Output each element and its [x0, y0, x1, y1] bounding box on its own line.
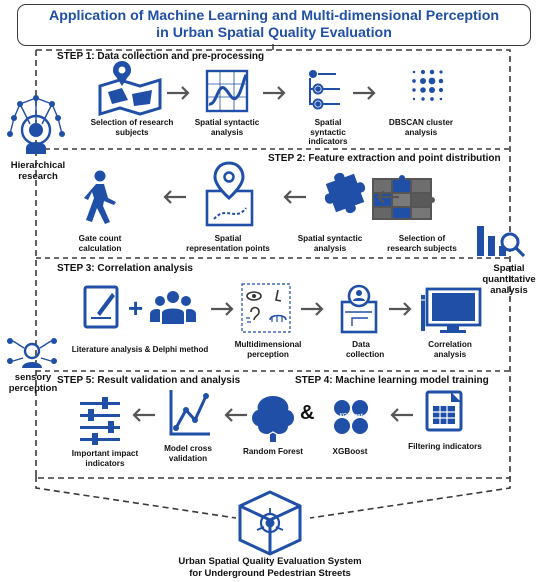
hierarchical-head-icon: [7, 95, 65, 154]
label-xgboost: XGBoost: [332, 447, 368, 456]
cluster-dot: [412, 88, 416, 92]
label-spatial-syntactic-indicators: Spatial syntactic indicators: [308, 118, 348, 147]
label-important-impact-indicators: Important impact indicators: [71, 449, 139, 468]
frame-left: [35, 50, 273, 479]
sensory-network-icon: [7, 338, 57, 368]
plus-sign: +: [128, 293, 144, 323]
arrow-s3-1: [211, 302, 234, 316]
step2-title: STEP 2: Feature extraction and point dis…: [268, 153, 501, 164]
step45-arrows: [132, 408, 413, 422]
senses-icon: [241, 283, 291, 333]
cluster-dot: [412, 97, 416, 101]
label-gate-count: Gate count calculation: [78, 234, 122, 253]
arrow-s2-2: [283, 190, 306, 204]
line-chart-icon: [205, 69, 249, 113]
cluster-dot: [421, 97, 425, 101]
step1-arrows: [167, 86, 376, 100]
indicator-list-icon: [309, 70, 340, 110]
title-line-2: in Urban Spatial Quality Evaluation: [156, 25, 392, 41]
xgboost-logo-text: XGBoost: [339, 413, 363, 419]
cluster-dot: [438, 78, 444, 84]
bottom-system-label: Urban Spatial Quality Evaluation System …: [120, 556, 420, 579]
step2-arrows: [163, 190, 399, 204]
funnel-left: [35, 476, 237, 519]
label-dbscan: DBSCAN cluster analysis: [388, 118, 454, 137]
cluster-dot: [412, 79, 416, 83]
dot-cluster-icon: [412, 69, 444, 101]
arrow-s5-1: [132, 408, 155, 422]
label-spatial-representation-points: Spatial representation points: [186, 234, 270, 253]
cluster-dot: [429, 69, 435, 75]
label-selection-research-subjects: Selection of research subjects: [90, 118, 174, 137]
arrow-s1-3: [353, 86, 376, 100]
cluster-dot: [438, 87, 444, 93]
map-icon: [98, 61, 162, 117]
title-line-1: Application of Machine Learning and Mult…: [48, 8, 500, 24]
cluster-dot: [420, 69, 426, 75]
arrow-s2-3: [376, 190, 399, 204]
label-correlation-analysis: Correlation analysis: [428, 340, 472, 359]
label-data-collection: Data collection: [346, 340, 385, 359]
cluster-dot: [419, 77, 427, 85]
xgboost-icon: [334, 400, 368, 434]
arrow-s5-2: [224, 408, 247, 422]
validation-chart-icon: [169, 390, 210, 436]
cluster-dot: [412, 70, 416, 74]
side-label-sensory: sensory perception: [8, 372, 58, 394]
puzzle-board-icon: [372, 175, 435, 220]
location-path-icon: [205, 161, 254, 227]
cluster-dot: [439, 70, 443, 74]
puzzle-piece-icon: [324, 172, 366, 214]
label-model-cross-validation: Model cross validation: [164, 444, 212, 463]
frame-right: [36, 49, 511, 479]
arrow-s2-1: [163, 190, 186, 204]
step4-title: STEP 4: Machine learning model training: [295, 375, 489, 386]
walking-person-icon: [84, 170, 116, 224]
ampersand: &: [300, 402, 315, 424]
sliders-icon: [80, 397, 120, 445]
arrow-s3-3: [389, 302, 412, 316]
title-box: Application of Machine Learning and Mult…: [17, 4, 531, 46]
step3-title: STEP 3: Correlation analysis: [57, 263, 193, 274]
side-label-quantitative: Spatial quantitative analysis: [482, 263, 536, 296]
arrow-s1-1: [167, 86, 190, 100]
label-literature-analysis: Literature analysis & Delphi method: [71, 345, 209, 354]
side-label-hierarchical: Hierarchical research: [10, 160, 66, 182]
funnel-right: [309, 476, 511, 519]
cluster-dot: [420, 87, 426, 93]
data-collection-icon: [340, 284, 378, 334]
step1-title: STEP 1: Data collection and pre-processi…: [57, 51, 265, 62]
step5-title: STEP 5: Result validation and analysis: [57, 375, 241, 386]
label-random-forest: Random Forest: [242, 447, 304, 456]
document-icon: [83, 285, 119, 329]
label-multidimensional-perception: Multidimensional perception: [234, 340, 302, 359]
quantitative-bars-icon: [477, 226, 526, 258]
bottom-line-1: Urban Spatial Quality Evaluation System: [178, 556, 362, 567]
label-spatial-syntactic-analysis-2: Spatial syntactic analysis: [297, 234, 363, 253]
label-selection-research-subjects-2: Selection of research subjects: [387, 234, 457, 253]
arrow-s4-1: [390, 408, 413, 422]
label-filtering-indicators: Filtering indicators: [408, 442, 482, 451]
computer-icon: [421, 287, 482, 333]
step3-arrows: [211, 302, 412, 316]
cluster-dot: [428, 86, 436, 94]
bottom-line-2: for Underground Pedestrian Streets: [189, 567, 351, 579]
cluster-dot: [439, 97, 443, 101]
cluster-dot: [430, 97, 434, 101]
label-spatial-syntactic-analysis-1: Spatial syntactic analysis: [194, 118, 260, 137]
system-cube-icon: [238, 490, 302, 556]
cluster-dot: [428, 77, 436, 85]
arrow-s3-2: [301, 302, 324, 316]
spreadsheet-icon: [425, 390, 463, 432]
arrow-s1-2: [263, 86, 286, 100]
team-icon: [150, 291, 196, 324]
tree-icon: [252, 396, 294, 442]
